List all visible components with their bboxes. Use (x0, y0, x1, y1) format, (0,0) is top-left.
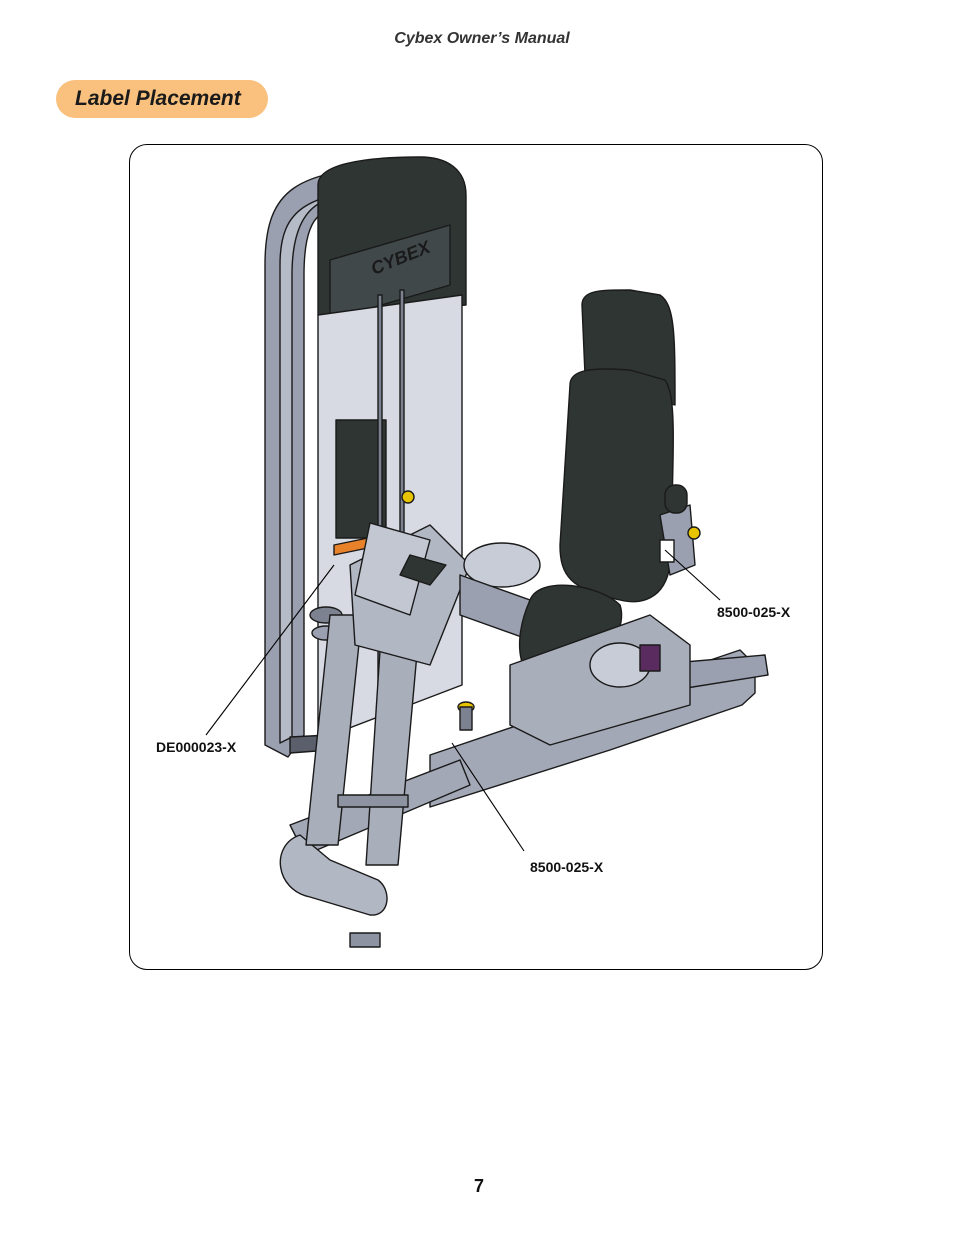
base-foot (349, 932, 381, 948)
section-title: Label Placement (56, 80, 268, 118)
hub-cylinder (463, 542, 541, 588)
base-front-loop (279, 834, 388, 916)
callout-pedestal: 8500-025-X (717, 604, 791, 620)
rear-label-plate (659, 539, 675, 563)
leader-frame (205, 564, 335, 736)
front-leg-left (305, 614, 363, 846)
front-crossbar (337, 794, 409, 808)
thigh-pad-left (399, 554, 447, 586)
figure-frame: CYBEX (129, 144, 823, 970)
backrest-lower (559, 368, 674, 603)
tower-shroud-face (329, 224, 451, 321)
callout-base: 8500-025-X (530, 859, 604, 875)
running-header: Cybex Owner’s Manual (394, 30, 570, 47)
selector-knob (401, 490, 415, 504)
base-knob-stem (459, 706, 473, 731)
leader-base (451, 742, 525, 852)
rear-knob (687, 526, 701, 540)
rear-hub-disc (664, 484, 688, 514)
machine-illustration: CYBEX (205, 156, 769, 948)
purple-accent (639, 644, 661, 672)
lever-plate (354, 522, 431, 616)
leader-pedestal (664, 549, 721, 601)
callout-frame: DE000023-X (156, 739, 237, 755)
page-number: 7 (473, 1176, 484, 1196)
